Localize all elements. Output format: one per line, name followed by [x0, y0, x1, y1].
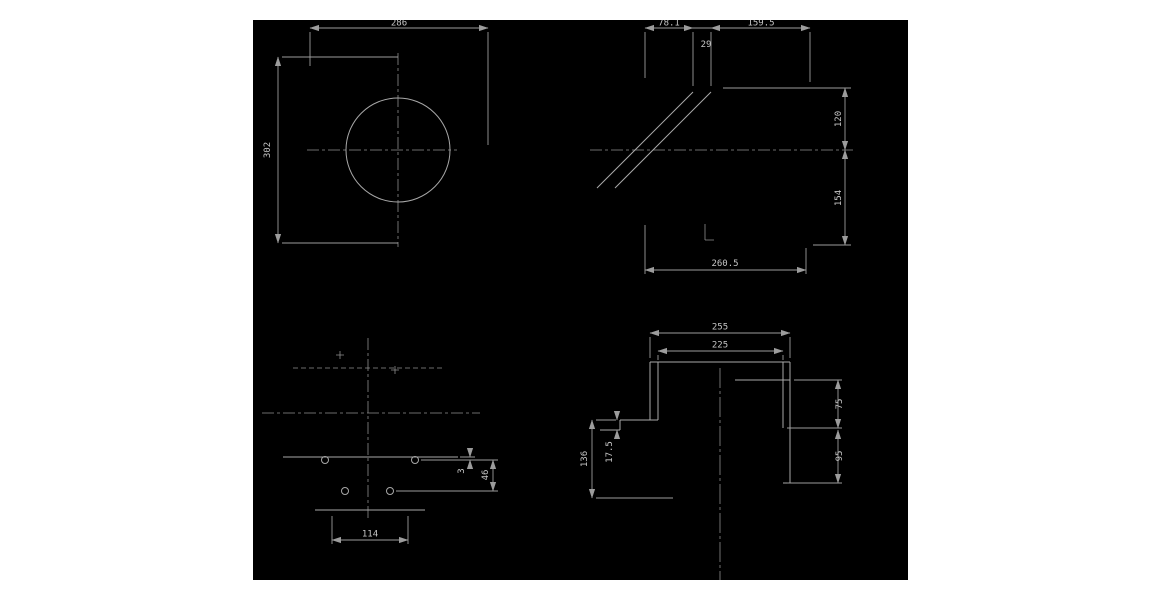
- dim-120: 120: [834, 111, 844, 127]
- dim-154: 154: [834, 190, 844, 206]
- object-lines: [600, 361, 791, 484]
- engineering-drawing: 286 302 78.1 29 159.5 120 154 260.5: [262, 19, 853, 580]
- hole-circle: [411, 456, 419, 464]
- dim-29: 29: [701, 40, 712, 50]
- view-front: 286 302: [263, 19, 489, 247]
- dim-225: 225: [712, 341, 728, 351]
- dim-114: 114: [362, 530, 378, 540]
- view-side: 78.1 29 159.5 120 154 260.5: [590, 19, 853, 274]
- bore-circle: [345, 97, 451, 203]
- view-section: 255 225 75 95 136 17.5: [580, 323, 845, 580]
- hole-circle: [386, 487, 394, 495]
- extension-lines: [596, 337, 842, 499]
- dim-95: 95: [835, 451, 845, 462]
- view-detail: 3 46 114: [262, 338, 498, 544]
- centerlines: [262, 338, 480, 520]
- dim-255: 255: [712, 323, 728, 333]
- dim-159-5: 159.5: [747, 20, 774, 29]
- object-lines: [283, 456, 458, 511]
- dim-260-5: 260.5: [711, 259, 738, 269]
- dim-286: 286: [391, 20, 407, 29]
- dim-136: 136: [580, 451, 590, 467]
- dim-78-1: 78.1: [658, 20, 680, 29]
- dim-75: 75: [835, 399, 845, 410]
- hole-circle: [321, 456, 329, 464]
- extension-lines: [331, 456, 498, 544]
- hole-center-marks: [336, 351, 399, 374]
- hole-circle: [341, 487, 349, 495]
- dim-302: 302: [263, 142, 273, 158]
- centerlines: [307, 53, 457, 247]
- dim-46: 46: [481, 470, 491, 481]
- dim-3: 3: [457, 468, 467, 473]
- dim-17-5: 17.5: [605, 441, 615, 463]
- extension-lines: [282, 32, 489, 244]
- cad-viewport[interactable]: 286 302 78.1 29 159.5 120 154 260.5: [253, 19, 908, 580]
- object-lines: [596, 91, 712, 189]
- extension-lines: [644, 32, 851, 274]
- center-mark: [704, 224, 714, 241]
